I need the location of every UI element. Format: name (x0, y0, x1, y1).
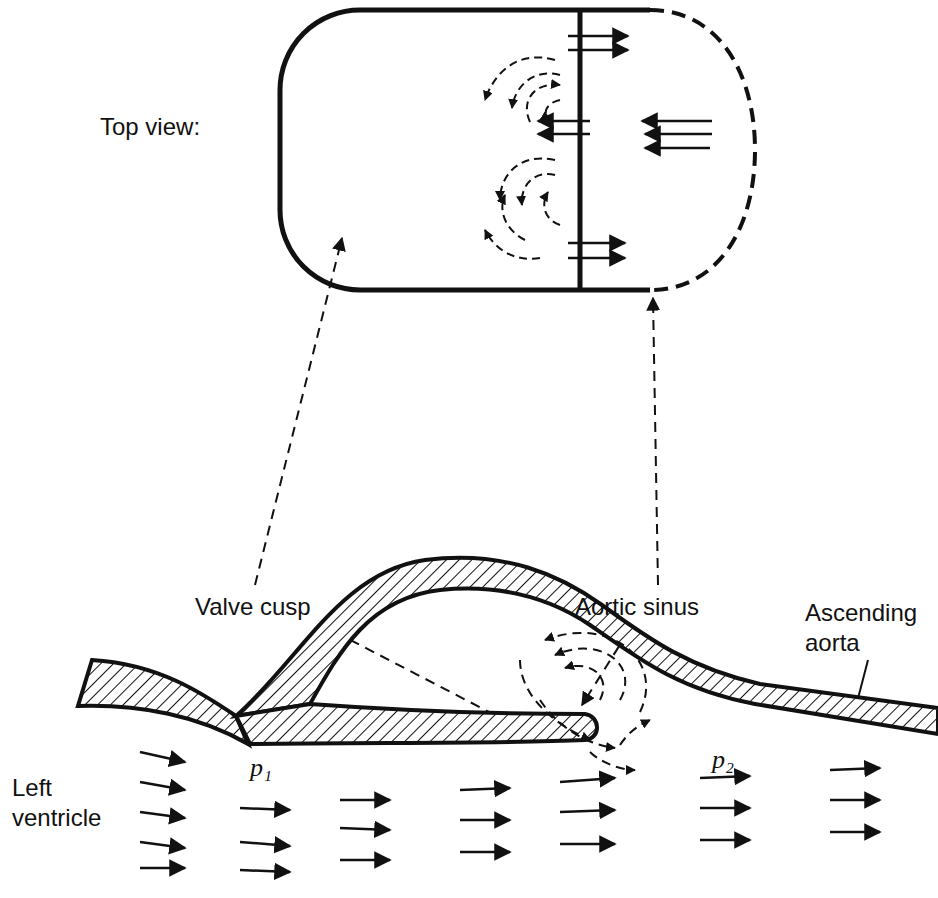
flow-arrow (140, 782, 185, 790)
pressure-label: p₁ (250, 752, 310, 785)
flow-arrow (460, 851, 510, 854)
vortex-arrows (485, 57, 560, 258)
flow-arrow (700, 839, 750, 842)
flow-arrow (240, 808, 290, 810)
flow-arrow (560, 810, 615, 812)
view-title: Top view: (100, 112, 250, 142)
flow-arrows (538, 36, 712, 258)
flow-arrow (830, 768, 880, 770)
leader-lines (255, 238, 868, 740)
flow-arrow (140, 842, 185, 848)
flow-arrow (560, 843, 615, 846)
pressure-label: p₂ (712, 744, 772, 777)
top-view (280, 10, 755, 290)
flow-arrow (830, 831, 880, 834)
part-label: Left ventricle (12, 773, 127, 833)
flow-arrow (240, 870, 290, 872)
part-label: Valve cusp (195, 592, 345, 622)
flow-arrow (700, 776, 750, 778)
flow-arrow (560, 778, 615, 782)
flow-arrow (830, 799, 880, 802)
valve-cusp (236, 704, 597, 744)
flow-arrow (340, 859, 390, 862)
valve-cusp-outline (280, 10, 650, 290)
part-label: Aortic sinus (575, 592, 745, 622)
flow-arrow (460, 788, 510, 790)
flow-arrow (340, 828, 390, 830)
flow-arrow (240, 842, 290, 846)
ventricle-wall (78, 660, 248, 744)
flow-arrow (340, 799, 390, 802)
flow-arrow (140, 867, 185, 870)
flow-arrow (460, 819, 510, 822)
part-label: Ascending aorta (805, 598, 930, 658)
flow-arrow (700, 807, 750, 810)
aortic-sinus-outline (650, 10, 755, 290)
cusp-edge (578, 10, 583, 290)
side-view (78, 558, 938, 744)
sinus-vortex (520, 633, 650, 770)
flow-arrow (140, 752, 185, 762)
flow-arrow (140, 812, 185, 818)
blood-flow-arrows (140, 752, 880, 872)
